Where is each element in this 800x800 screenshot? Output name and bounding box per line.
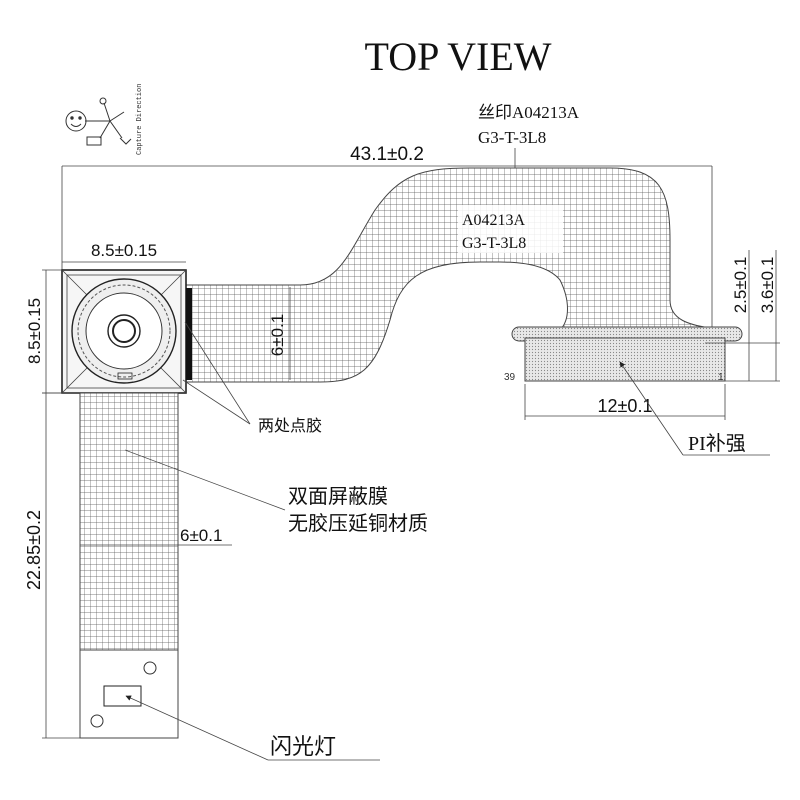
pi-stiffener: [524, 337, 726, 382]
shield-note-label: 无胶压延铜材质: [288, 512, 428, 535]
upper-flex-width-label: 6±0.1: [268, 314, 287, 356]
connector-offset-a-label: 2.5±0.1: [731, 257, 750, 314]
connector-offset-dimensions: [705, 250, 780, 382]
module-height-dimension: [42, 269, 62, 394]
pi-stiffener-label: PI补强: [688, 432, 746, 455]
silkscreen-callout-line2: G3-T-3L8: [478, 128, 546, 147]
module-width-label: 8.5±0.15: [91, 241, 157, 260]
flash-pad: [103, 685, 142, 707]
overall-length-dimension: [61, 165, 713, 330]
pin-label-left: 39: [504, 372, 516, 383]
glue-leaders: [182, 321, 251, 425]
shield-film-leader: [124, 449, 286, 511]
lens-icon: [112, 319, 136, 343]
camera-module: [61, 269, 192, 394]
connector-offset-b-label: 3.6±0.1: [758, 257, 777, 314]
flash-leader: [125, 695, 269, 761]
glue-points-label: 两处点胶: [258, 417, 322, 435]
lower-flex-width-label: 6±0.1: [180, 526, 222, 545]
connector: [511, 326, 743, 382]
stiffener-width-label: 12±0.1: [598, 396, 653, 416]
overall-length-label: 43.1±0.2: [350, 144, 424, 165]
pi-stiffener-leader: [619, 361, 684, 456]
pin-label-right: 1: [718, 372, 724, 383]
page-title: TOP VIEW: [364, 34, 551, 79]
board-silkscreen-line1: A04213A: [462, 212, 526, 229]
shield-film-label: 双面屏蔽膜: [288, 485, 388, 508]
silkscreen-callout-line1: 丝印A04213A: [478, 103, 580, 122]
board-silkscreen-line2: G3-T-3L8: [462, 235, 526, 252]
flash-label: 闪光灯: [270, 734, 336, 759]
tail-length-label: 22.85±0.2: [24, 510, 44, 590]
smiley-face-icon: [65, 110, 87, 132]
module-height-label: 8.5±0.15: [25, 298, 44, 364]
stiffener-width-dimension: [524, 384, 726, 420]
capture-direction-logo: [65, 97, 132, 146]
tail-length-dimension: [42, 392, 80, 739]
capture-direction-text: Capture Direction: [136, 84, 144, 155]
